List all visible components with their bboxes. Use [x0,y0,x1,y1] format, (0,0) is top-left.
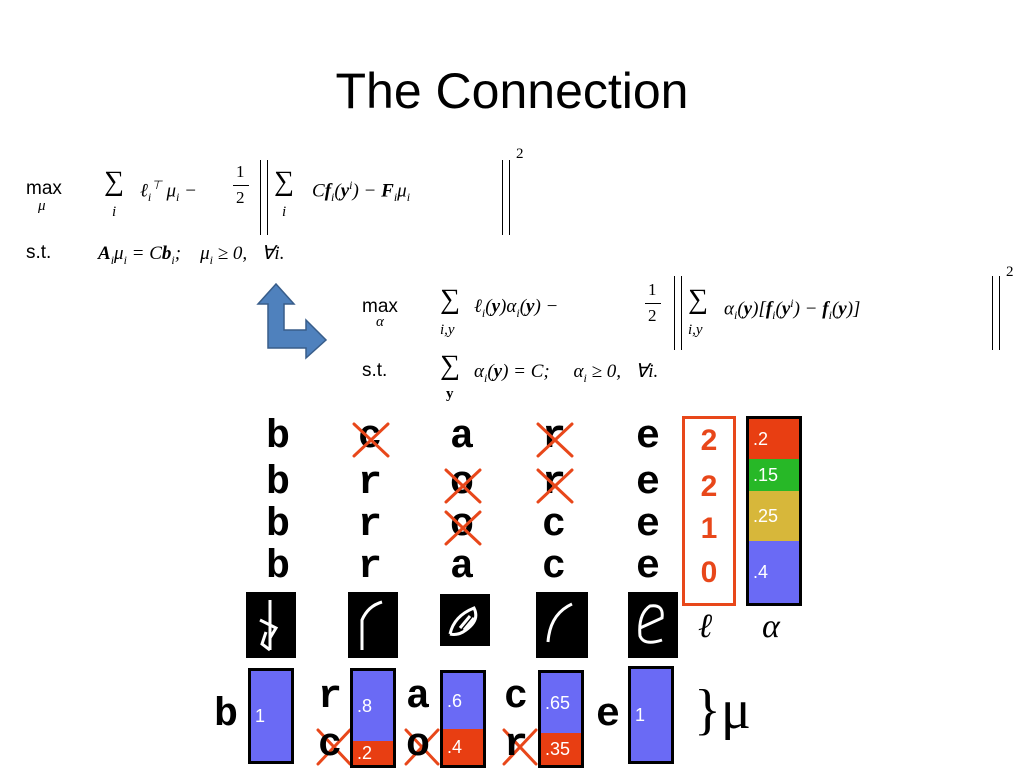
cross-icon [538,424,572,456]
mu-segment: .35 [541,733,581,765]
handwritten-e-image [628,592,678,658]
mu-letter-top: c [504,678,528,718]
mu-bar-pos3: .6 .4 [440,670,486,768]
mu-segment: .65 [541,673,581,733]
alpha-segment: .4 [749,541,799,603]
alpha-segment: .25 [749,491,799,541]
mu-bar-pos4: .65 .35 [538,670,584,768]
cross-icon [538,470,572,502]
mu-label: }μ [694,660,751,760]
alpha-segment: .2 [749,419,799,459]
mu-bar-e: 1 [628,666,674,764]
mu-bar-b: 1 [248,668,294,764]
mu-bar-pos2: .8 .2 [350,668,396,768]
handwritten-a-image [440,594,490,646]
handwritten-c-image [536,592,588,658]
loss-value: 2 [689,424,729,458]
alpha-segment: .15 [749,459,799,491]
mu-letter-e: e [596,696,620,736]
mu-segment: 1 [251,671,291,761]
loss-label: ℓ [698,608,712,646]
cross-icon [354,424,388,456]
loss-value: 2 [689,470,729,504]
cross-icon [446,470,480,502]
alpha-label: α [762,608,780,646]
cross-icon [446,512,480,544]
mu-letter-bottom: o [406,726,430,766]
mu-segment: .6 [443,673,483,729]
mu-letter-b: b [214,696,238,736]
mu-segment: .4 [443,729,483,765]
mu-segment: 1 [631,669,671,761]
mu-segment: .2 [353,741,393,765]
mu-letter-bottom: r [504,726,528,766]
loss-value: 0 [689,556,729,590]
mu-segment: .8 [353,671,393,741]
handwritten-b-image [246,592,296,658]
mu-letter-bottom: c [318,726,342,766]
alpha-bar: .2 .15 .25 .4 [746,416,802,606]
mu-letter-top: a [406,678,430,718]
mu-letter-top: r [318,678,342,718]
loss-value: 1 [689,512,729,546]
handwritten-r-image [348,592,398,658]
